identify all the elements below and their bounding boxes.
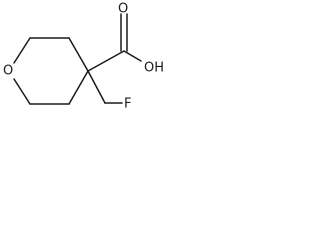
ring-bond-o-c6 xyxy=(13,78,31,105)
bond-carboxyl-hydroxyl xyxy=(123,50,142,62)
fluorine-label: F xyxy=(124,97,131,112)
ring-bond-c5-c4 xyxy=(68,70,89,105)
bond-c4-ch2 xyxy=(87,70,106,104)
ring-bond-c4-c3 xyxy=(68,37,89,72)
bond-c4-carboxyl-carbon xyxy=(87,50,125,72)
hydroxyl-label: OH xyxy=(144,61,164,76)
oxane-ring xyxy=(13,37,89,105)
carboxylic-acid-group xyxy=(87,13,142,72)
carbonyl-oxygen-label: O xyxy=(118,2,128,17)
fluoromethyl-group xyxy=(87,70,123,104)
ring-bond-c2-o xyxy=(13,37,31,64)
molecule-structure: O O OH F xyxy=(3,2,164,112)
ring-oxygen-label: O xyxy=(3,64,13,79)
